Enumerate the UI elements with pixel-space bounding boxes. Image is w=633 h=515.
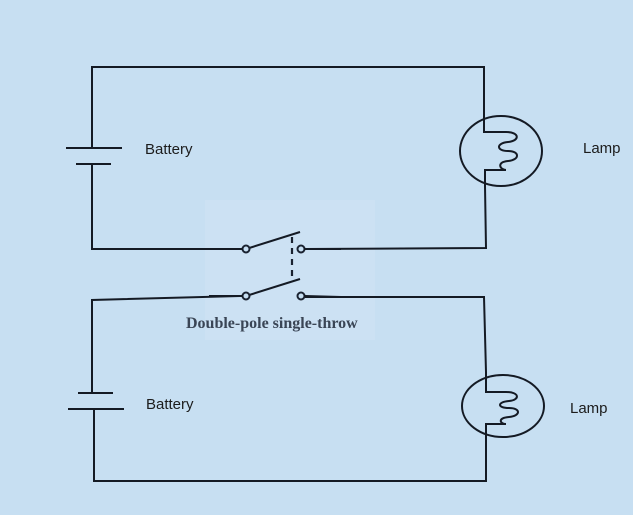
lower-battery-label: Battery bbox=[146, 396, 194, 413]
lamp-upper-lead bbox=[485, 372, 506, 393]
lower-switch-blade bbox=[245, 278, 301, 297]
lamp-globe bbox=[459, 115, 543, 187]
lamp-globe bbox=[461, 374, 545, 438]
lower-left-top-wire bbox=[91, 294, 242, 392]
lower-battery-symbol bbox=[68, 392, 124, 410]
upper-battery-symbol bbox=[66, 140, 122, 171]
upper-contact-terminal bbox=[296, 244, 306, 254]
lamp-upper-lead bbox=[483, 118, 506, 133]
lower-circuit: Battery Lamp bbox=[68, 294, 608, 482]
switch-label: Double-pole single-throw bbox=[186, 315, 358, 332]
upper-switch-blade bbox=[245, 231, 301, 250]
upper-pivot-terminal bbox=[241, 244, 251, 254]
lower-pivot-terminal bbox=[241, 291, 251, 301]
upper-top-wire bbox=[91, 66, 485, 142]
upper-lamp-symbol bbox=[459, 115, 543, 187]
lamp-filament bbox=[498, 131, 518, 171]
upper-left-wire bbox=[91, 167, 237, 250]
dpst-switch bbox=[209, 231, 342, 301]
lower-right-wire bbox=[305, 296, 488, 374]
lower-lamp-symbol bbox=[461, 372, 545, 438]
lower-contact-terminal bbox=[296, 291, 306, 301]
lamp-lower-lead bbox=[484, 169, 506, 186]
lower-lamp-label: Lamp bbox=[570, 400, 608, 417]
upper-battery-label: Battery bbox=[145, 141, 193, 158]
upper-circuit: Battery Lamp bbox=[66, 66, 621, 251]
lamp-filament bbox=[499, 391, 519, 425]
lamp-lower-lead bbox=[485, 423, 506, 437]
switch-background-patch bbox=[205, 200, 375, 340]
upper-lamp-label: Lamp bbox=[583, 140, 621, 157]
lower-bottom-wire bbox=[93, 409, 487, 482]
upper-right-wire bbox=[304, 184, 488, 251]
